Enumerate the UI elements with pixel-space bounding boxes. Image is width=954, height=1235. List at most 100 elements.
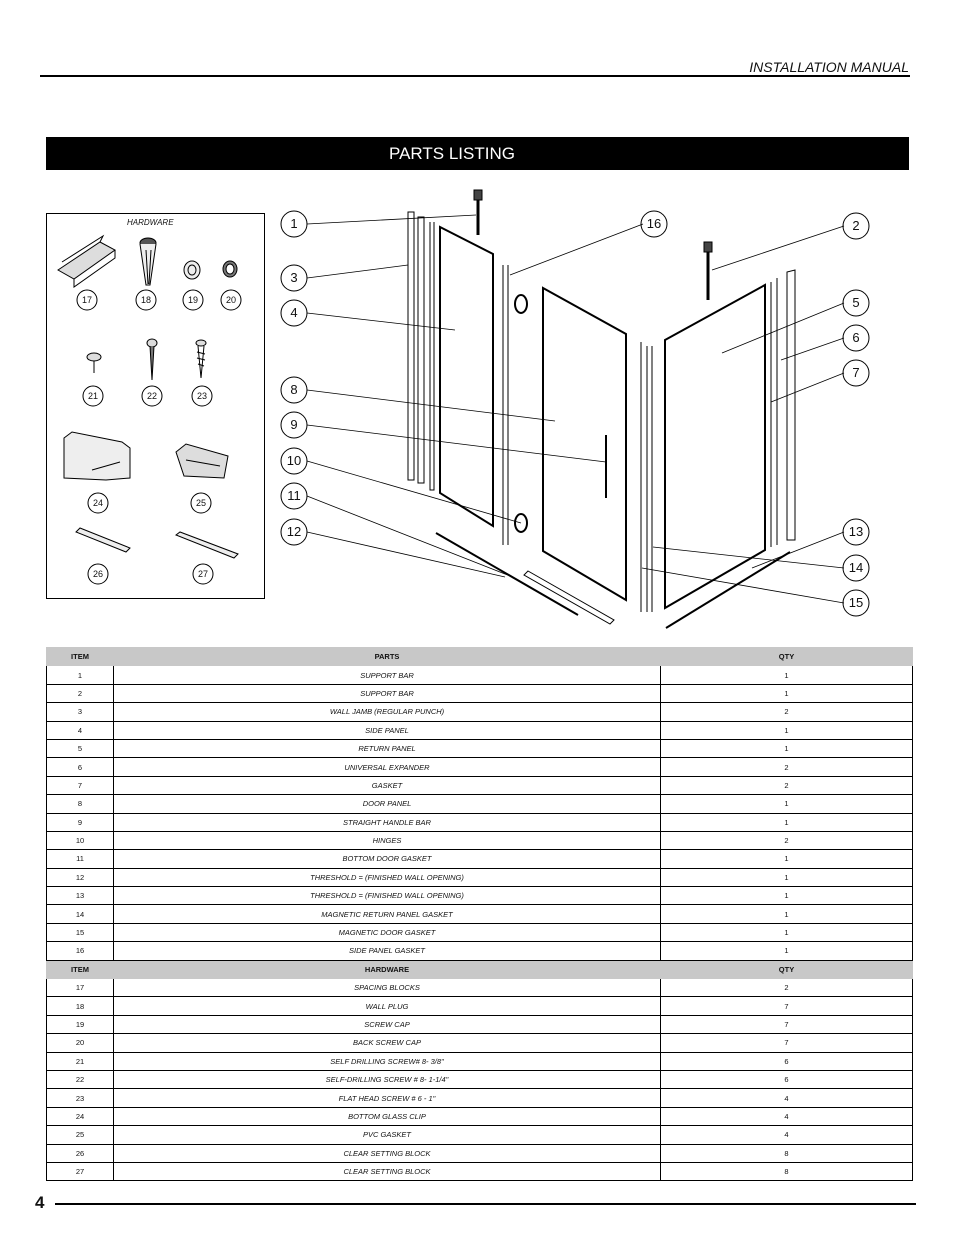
spacing-block-drawing bbox=[57, 234, 116, 288]
cell-qty: 2 bbox=[660, 775, 913, 796]
callout-7: 7 bbox=[852, 365, 860, 380]
cell-qty: 1 bbox=[660, 683, 913, 704]
callout-11: 11 bbox=[287, 488, 301, 503]
cell-item: 12 bbox=[46, 867, 114, 888]
callout-2: 2 bbox=[852, 218, 860, 233]
cell-part: BOTTOM GLASS CLIP bbox=[113, 1106, 661, 1127]
cell-part: THRESHOLD = (FINISHED WALL OPENING) bbox=[113, 886, 661, 906]
cell-part: SELF-DRILLING SCREW # 8- 1-1/4" bbox=[113, 1069, 661, 1090]
callout-6: 6 bbox=[852, 330, 860, 345]
section-banner: PARTS LISTING bbox=[46, 137, 909, 170]
cell-item: 1 bbox=[46, 665, 114, 685]
screw-21-drawing bbox=[86, 352, 102, 373]
cell-item: 7 bbox=[46, 775, 114, 796]
cell-qty: 1 bbox=[660, 886, 913, 906]
header-parts: PARTS bbox=[113, 646, 661, 667]
screw-cap-drawing bbox=[183, 260, 201, 280]
cell-part: WALL PLUG bbox=[113, 996, 661, 1016]
cell-qty: 1 bbox=[660, 812, 913, 832]
cell-item: 3 bbox=[46, 702, 114, 722]
enclosure-drawing bbox=[407, 189, 796, 629]
cell-qty: 4 bbox=[660, 1088, 913, 1108]
cell-part: MAGNETIC DOOR GASKET bbox=[113, 922, 661, 943]
cell-qty: 7 bbox=[660, 996, 913, 1016]
cell-item: 23 bbox=[46, 1088, 114, 1108]
header-hardware: HARDWARE bbox=[113, 959, 661, 980]
back-screw-cap-drawing bbox=[222, 260, 238, 278]
hardware-label-21: 21 bbox=[87, 391, 98, 401]
cell-qty: 2 bbox=[660, 757, 913, 777]
parts-table-header: ITEM PARTS QTY bbox=[46, 646, 913, 667]
cell-item: 4 bbox=[46, 720, 114, 740]
cell-part: SUPPORT BAR bbox=[113, 665, 661, 685]
cell-item: 8 bbox=[46, 794, 114, 814]
setting-block-26-drawing bbox=[75, 527, 131, 553]
cell-part: CLEAR SETTING BLOCK bbox=[113, 1143, 661, 1163]
hardware-label-26: 26 bbox=[92, 569, 103, 579]
cell-part: PVC GASKET bbox=[113, 1125, 661, 1145]
cell-qty: 1 bbox=[660, 849, 913, 869]
cell-item: 18 bbox=[46, 996, 114, 1016]
cell-part: SIDE PANEL GASKET bbox=[113, 941, 661, 961]
pvc-gasket-drawing bbox=[175, 443, 229, 479]
manual-title: INSTALLATION MANUAL bbox=[749, 59, 909, 75]
cell-qty: 8 bbox=[660, 1161, 913, 1182]
hardware-label-24: 24 bbox=[92, 498, 103, 508]
cell-qty: 4 bbox=[660, 1125, 913, 1145]
cell-item: 22 bbox=[46, 1069, 114, 1090]
hardware-label-23: 23 bbox=[196, 391, 207, 401]
cell-qty: 1 bbox=[660, 904, 913, 924]
cell-item: 26 bbox=[46, 1143, 114, 1163]
cell-part: SIDE PANEL bbox=[113, 720, 661, 740]
cell-qty: 2 bbox=[660, 702, 913, 722]
cell-item: 15 bbox=[46, 922, 114, 943]
setting-block-27-drawing bbox=[174, 531, 239, 559]
header-item: ITEM bbox=[46, 959, 114, 980]
cell-item: 11 bbox=[46, 849, 114, 869]
cell-part: WALL JAMB (REGULAR PUNCH) bbox=[113, 702, 661, 722]
cell-part: GASKET bbox=[113, 775, 661, 796]
cell-part: FLAT HEAD SCREW # 6 - 1" bbox=[113, 1088, 661, 1108]
footer-rule bbox=[55, 1203, 916, 1205]
cell-part: HINGES bbox=[113, 830, 661, 851]
section-title: PARTS LISTING bbox=[389, 144, 515, 163]
hardware-label-22: 22 bbox=[146, 391, 157, 401]
cell-part: SELF DRILLING SCREW# 8- 3/8" bbox=[113, 1051, 661, 1071]
cell-item: 21 bbox=[46, 1051, 114, 1071]
cell-qty: 1 bbox=[660, 922, 913, 943]
cell-qty: 1 bbox=[660, 794, 913, 814]
callout-8: 8 bbox=[290, 382, 298, 397]
cell-qty: 4 bbox=[660, 1106, 913, 1127]
callout-12: 12 bbox=[286, 524, 302, 539]
wall-plug-drawing bbox=[139, 237, 157, 286]
hardware-box-title: HARDWARE bbox=[127, 218, 174, 227]
callout-13: 13 bbox=[848, 524, 864, 539]
cell-part: BACK SCREW CAP bbox=[113, 1033, 661, 1053]
cell-part: MAGNETIC RETURN PANEL GASKET bbox=[113, 904, 661, 924]
cell-qty: 1 bbox=[660, 867, 913, 888]
cell-qty: 1 bbox=[660, 738, 913, 759]
callout-10: 10 bbox=[286, 453, 302, 468]
cell-qty: 1 bbox=[660, 941, 913, 961]
cell-part: BOTTOM DOOR GASKET bbox=[113, 849, 661, 869]
header-qty: QTY bbox=[660, 646, 913, 667]
cell-qty: 6 bbox=[660, 1069, 913, 1090]
cell-part: RETURN PANEL bbox=[113, 738, 661, 759]
callout-16: 16 bbox=[646, 216, 662, 231]
parts-diagram bbox=[57, 189, 870, 629]
